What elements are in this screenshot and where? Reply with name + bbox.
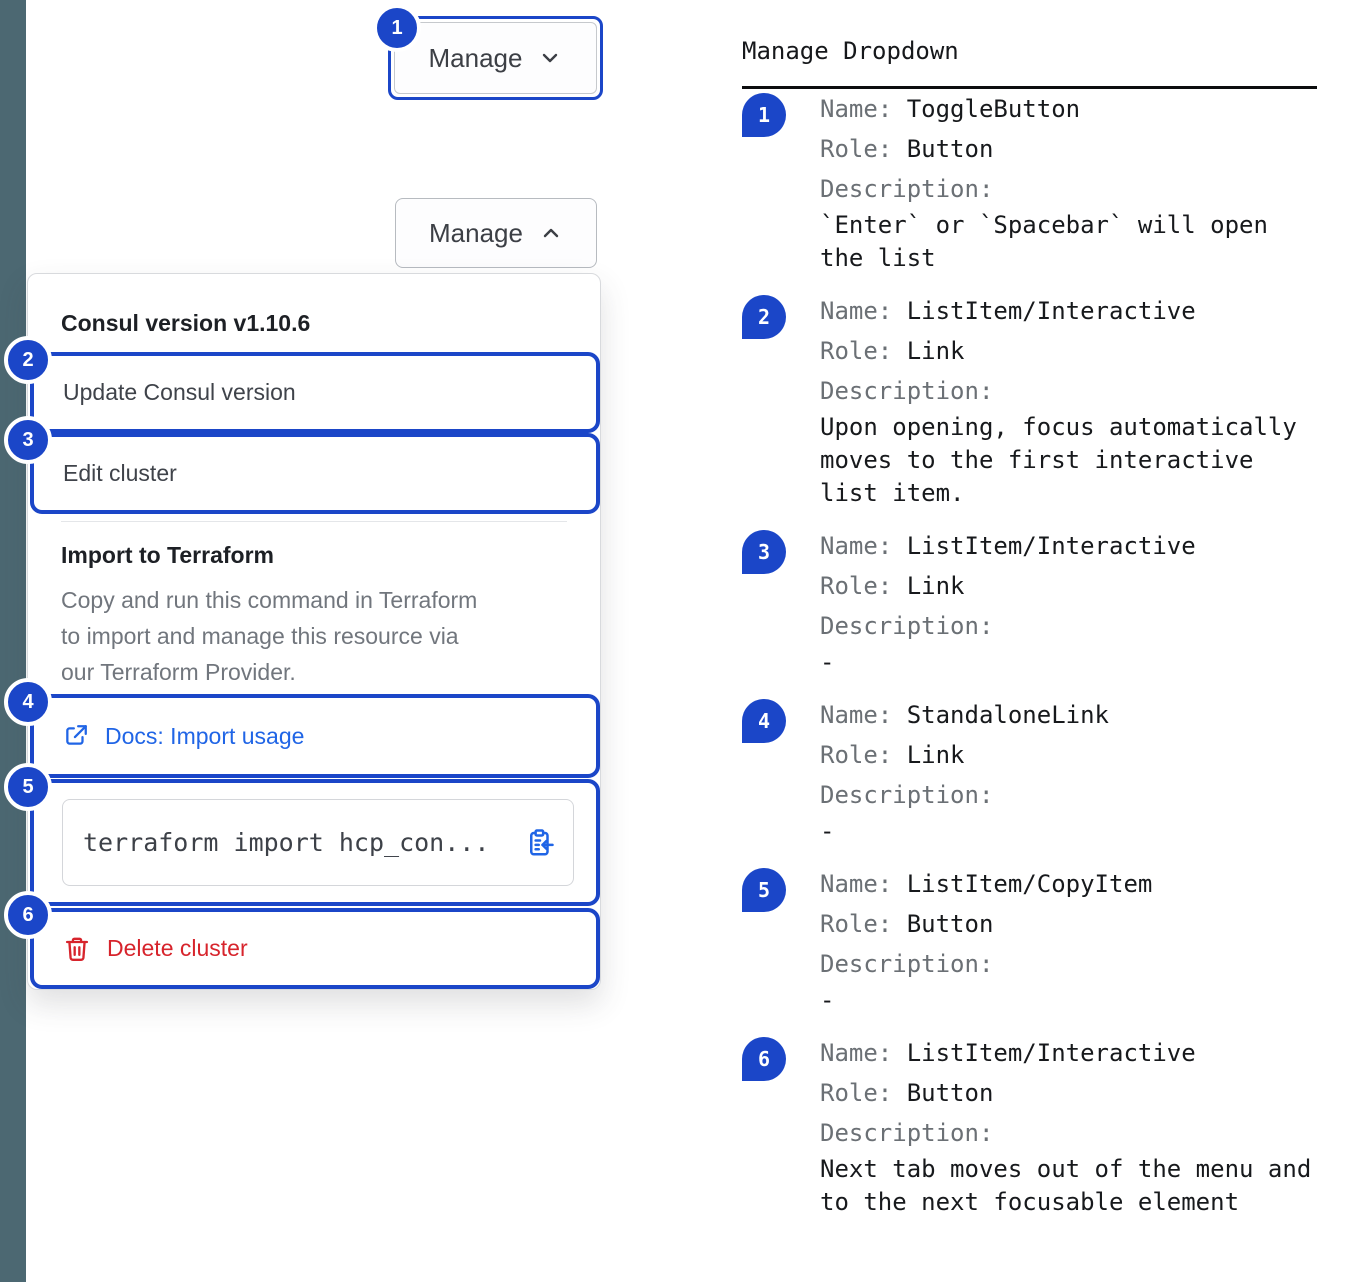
terraform-command-field[interactable]: terraform import hcp_con... <box>62 799 574 886</box>
legend-entry-3: 3 Name: ListItem/Interactive Role: Link … <box>742 526 1317 679</box>
legend-badge-2: 2 <box>742 295 786 339</box>
annotation-badge-6: 6 <box>4 891 52 939</box>
entry-name: ListItem/Interactive <box>906 297 1196 325</box>
manage-toggle-button-open[interactable]: Manage <box>395 198 597 268</box>
menu-divider <box>61 521 567 522</box>
description-label: Description: <box>820 781 994 809</box>
description-label: Description: <box>820 1119 994 1147</box>
description-label: Description: <box>820 175 994 203</box>
legend-entry-4: 4 Name: StandaloneLink Role: Link Descri… <box>742 695 1317 848</box>
legend-entry-5: 5 Name: ListItem/CopyItem Role: Button D… <box>742 864 1317 1017</box>
annotation-badge-1: 1 <box>373 4 421 52</box>
role-label: Role: <box>820 1079 893 1107</box>
legend-entry-6: 6 Name: ListItem/Interactive Role: Butto… <box>742 1033 1317 1219</box>
consul-version-header: Consul version v1.10.6 <box>61 310 311 336</box>
chevron-up-icon <box>539 221 563 245</box>
entry-name: ToggleButton <box>906 95 1081 123</box>
entry-role: Link <box>906 572 965 600</box>
name-label: Name: <box>820 870 893 898</box>
role-label: Role: <box>820 741 893 769</box>
role-label: Role: <box>820 910 893 938</box>
entry-description: Next tab moves out of the menu and to th… <box>820 1155 1312 1216</box>
manage-dropdown-menu: Consul version v1.10.6 Update Consul ver… <box>27 273 601 990</box>
name-label: Name: <box>820 95 893 123</box>
annotation-badge-5: 5 <box>4 763 52 811</box>
entry-role: Link <box>906 741 965 769</box>
update-consul-version-label: Update Consul version <box>63 379 296 405</box>
legend-entry-2: 2 Name: ListItem/Interactive Role: Link … <box>742 291 1317 510</box>
description-label: Description: <box>820 612 994 640</box>
entry-description: Upon opening, focus automatically moves … <box>820 413 1297 507</box>
legend-title: Manage Dropdown <box>742 37 959 65</box>
left-edge-bar <box>0 0 26 1282</box>
legend-rule <box>742 86 1317 89</box>
manage-toggle-open-label: Manage <box>429 217 523 248</box>
menu-item-update-consul-version[interactable]: Update Consul version <box>30 352 600 433</box>
legend-badge-6: 6 <box>742 1037 786 1081</box>
entry-description: `Enter` or `Spacebar` will open the list <box>820 211 1268 272</box>
name-label: Name: <box>820 1039 893 1067</box>
terraform-command-text: terraform import hcp_con... <box>83 828 490 857</box>
chevron-down-icon <box>538 46 562 70</box>
manage-toggle-button[interactable]: Manage <box>394 22 597 94</box>
edit-cluster-label: Edit cluster <box>63 460 177 486</box>
clipboard-copy-icon[interactable] <box>525 828 555 858</box>
name-label: Name: <box>820 532 893 560</box>
manage-toggle-label: Manage <box>428 42 523 73</box>
role-label: Role: <box>820 572 893 600</box>
role-label: Role: <box>820 135 893 163</box>
entry-description: - <box>820 986 835 1014</box>
entry-name: StandaloneLink <box>906 701 1109 729</box>
entry-role: Button <box>906 910 994 938</box>
docs-link-icon <box>63 723 89 749</box>
annotation-badge-2: 2 <box>4 336 52 384</box>
legend-panel: Manage Dropdown 1 Name: ToggleButton Rol… <box>742 36 1317 1235</box>
legend-badge-5: 5 <box>742 868 786 912</box>
import-terraform-description: Copy and run this command in Terraform t… <box>61 587 478 685</box>
description-label: Description: <box>820 377 994 405</box>
annotation-badge-4: 4 <box>4 678 52 726</box>
trash-icon <box>63 935 91 963</box>
entry-role: Link <box>906 337 965 365</box>
entry-description: - <box>820 817 835 845</box>
menu-item-delete-cluster[interactable]: Delete cluster <box>30 908 600 989</box>
entry-name: ListItem/CopyItem <box>906 870 1153 898</box>
name-label: Name: <box>820 297 893 325</box>
delete-cluster-label: Delete cluster <box>107 935 248 961</box>
import-terraform-header: Import to Terraform <box>61 542 274 568</box>
description-label: Description: <box>820 950 994 978</box>
legend-badge-4: 4 <box>742 699 786 743</box>
entry-role: Button <box>906 135 994 163</box>
legend-badge-3: 3 <box>742 530 786 574</box>
role-label: Role: <box>820 337 893 365</box>
name-label: Name: <box>820 701 893 729</box>
annotation-badge-3: 3 <box>4 416 52 464</box>
manage-toggle-focus-ring: Manage <box>388 16 603 100</box>
menu-item-docs-import-usage[interactable]: Docs: Import usage <box>30 694 600 778</box>
entry-name: ListItem/Interactive <box>906 532 1196 560</box>
entry-description: - <box>820 648 835 676</box>
docs-import-usage-label: Docs: Import usage <box>105 722 305 749</box>
legend-badge-1: 1 <box>742 93 786 137</box>
entry-name: ListItem/Interactive <box>906 1039 1196 1067</box>
menu-item-copy-command[interactable]: terraform import hcp_con... <box>30 779 600 906</box>
menu-item-edit-cluster[interactable]: Edit cluster <box>30 433 600 514</box>
entry-role: Button <box>906 1079 994 1107</box>
legend-entry-1: 1 Name: ToggleButton Role: Button Descri… <box>742 89 1317 275</box>
